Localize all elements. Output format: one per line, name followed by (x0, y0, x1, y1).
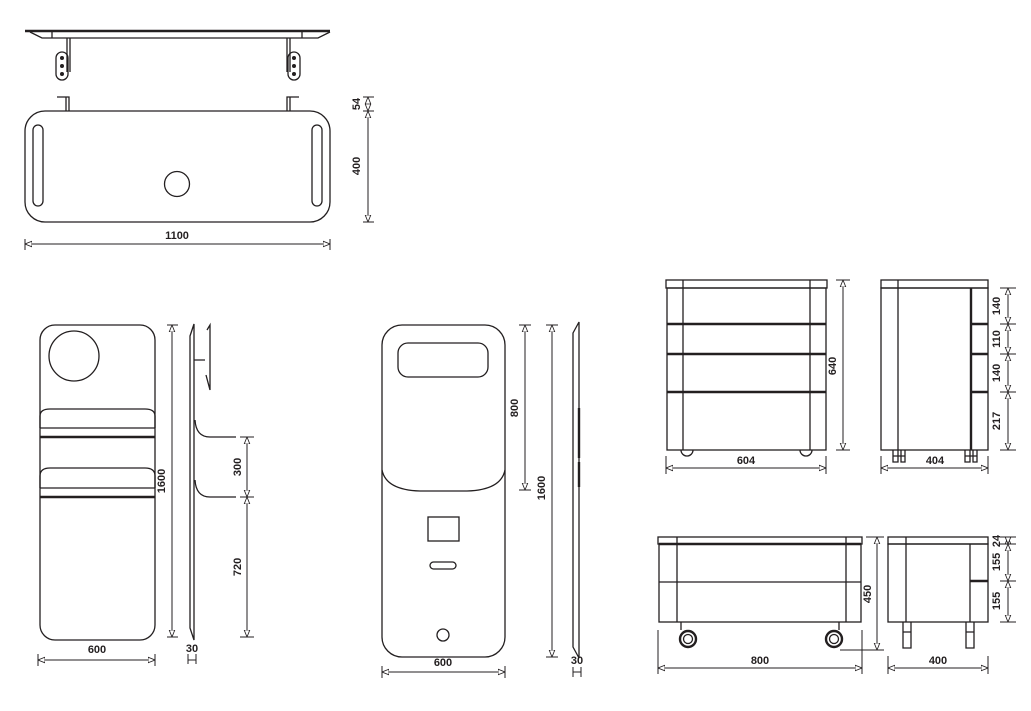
caster-wheel (678, 629, 698, 649)
dim-thickness: 30 (186, 643, 198, 655)
mirror-side-profile (189, 322, 236, 641)
top-handle-opening (397, 342, 489, 378)
drawer-unit-tall-side: 140 110 140 217 404 (880, 279, 1016, 474)
dim-width: 1100 (165, 230, 189, 242)
control-panel (427, 516, 460, 542)
wall-bracket (55, 51, 69, 81)
slot-opening (429, 561, 457, 570)
dim-depth: 400 (351, 157, 363, 175)
round-cutout (163, 170, 191, 198)
handle-slot (311, 124, 323, 207)
shelf-dimensions: 1100 54 400 (24, 96, 374, 250)
dim-width: 604 (737, 455, 756, 467)
shelf-top-view (25, 29, 331, 81)
round-mirror (48, 330, 100, 382)
dim-thickness: 30 (571, 655, 583, 667)
dim-width: 600 (88, 644, 106, 656)
dim-height: 640 (827, 357, 839, 375)
dim-shelf-spacing: 300 (232, 458, 244, 476)
dim-bracket-height: 54 (351, 97, 363, 110)
wall-bracket (287, 51, 301, 81)
handle-slot (32, 124, 44, 207)
dim-shelf-from-bottom: 720 (232, 558, 244, 576)
dim-upper-section: 800 (509, 399, 521, 417)
wall-shelf-drawing: 1100 54 400 (24, 29, 374, 250)
mirror-panel-drawing: 1600 300 720 600 30 (37, 322, 254, 666)
round-opening (436, 628, 450, 642)
dim-width: 800 (751, 655, 769, 667)
dim-drawer-4: 217 (991, 412, 1003, 430)
caster-wheel (824, 629, 844, 649)
dim-section-2: 155 (991, 592, 1003, 610)
dim-drawer-1: 140 (991, 297, 1003, 315)
dim-height: 1600 (156, 469, 168, 493)
radiator-panel-drawing: 800 1600 600 30 (381, 321, 583, 678)
shelf-front-view (24, 96, 331, 223)
dim-drawer-2: 110 (991, 330, 1003, 348)
drawer-unit-low-front: 450 800 (657, 536, 884, 674)
dim-top: 24 (991, 534, 1003, 547)
caster-wheel (680, 449, 813, 457)
dim-width: 600 (434, 657, 452, 669)
dim-drawer-3: 140 (991, 364, 1003, 382)
drawer-unit-tall-front: 640 604 (665, 279, 850, 474)
dim-depth: 404 (926, 455, 945, 467)
dim-height: 1600 (536, 476, 548, 500)
drawer-unit-low-side: 24 155 155 400 (887, 534, 1016, 674)
dim-section-1: 155 (991, 553, 1003, 571)
dim-height: 450 (862, 585, 874, 603)
dim-depth: 400 (929, 655, 947, 667)
